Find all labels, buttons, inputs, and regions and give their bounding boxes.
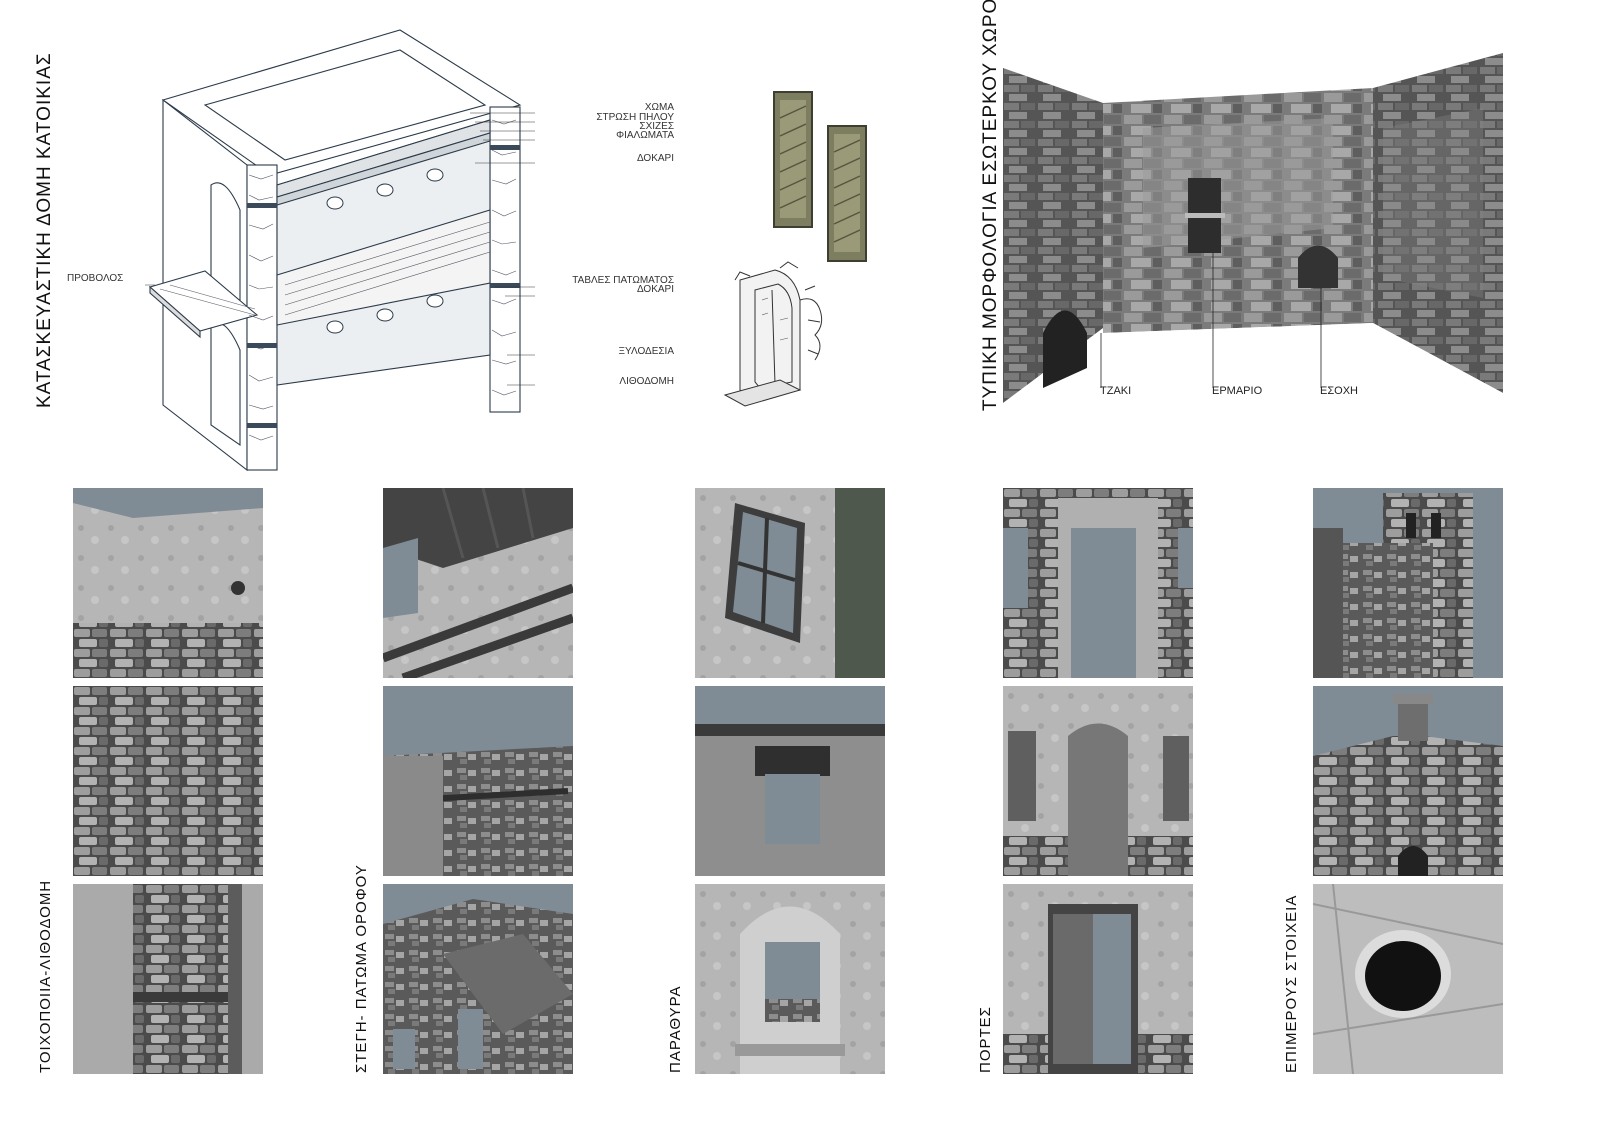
label-clay-layer: ΣΤΡΩΣΗ ΠΗΛΟΥ — [596, 112, 674, 123]
label-cupboard: ΕΡΜΑΡΙΟ — [1212, 385, 1263, 397]
house-structure-diagram — [145, 29, 535, 472]
wall-photo-3 — [73, 884, 263, 1074]
other-photo-1 — [1313, 488, 1503, 678]
label-soil: ΧΩΜΑ — [644, 102, 674, 113]
window-photo-3 — [695, 884, 885, 1074]
wall-photo-1 — [73, 488, 263, 678]
label-beam-top: ΔΟΚΑΡΙ — [636, 153, 674, 164]
label-floor-boards: ΤΑΒΛΕΣ ΠΑΤΩΜΑΤΟΣ — [572, 275, 674, 286]
interior-title: ΤΥΠΙΚΗ ΜΟΡΦΟΛΟΓΙΑ ΕΣΩΤΕΡΚΟΥ ΧΩΡΟΥ — [980, 0, 1001, 411]
other-photo-2 — [1313, 686, 1503, 876]
category-doors: ΠΟΡΤΕΣ — [977, 1006, 994, 1073]
category-roof: ΣΤΕΓΗ- ΠΑΤΩΜΑ ΟΡΟΦΟΥ — [353, 864, 370, 1073]
shutter-illustration — [773, 91, 867, 262]
door-photo-1 — [1003, 488, 1193, 678]
door-photo-3 — [1003, 884, 1193, 1074]
window-photo-1 — [695, 488, 885, 678]
label-niche: ΕΣΟΧΗ — [1320, 385, 1358, 397]
wall-photo-2 — [73, 686, 263, 876]
label-beam-floor: ΔΟΚΑΡΙ — [636, 284, 674, 295]
label-balcony: ΠΡΟΒΟΛΟΣ — [67, 273, 124, 284]
label-slats: ΦΙΑΛΩΜΑΤΑ — [616, 130, 674, 141]
label-masonry: ΛΙΘΟΔΟΜΗ — [619, 376, 674, 387]
label-fireplace: ΤΖΑΚΙ — [1100, 385, 1132, 397]
other-photo-3 — [1313, 884, 1503, 1074]
door-photo-2 — [1003, 686, 1193, 876]
roof-photo-3 — [383, 884, 573, 1074]
category-walls: ΤΟΙΧΟΠΟΙΙΑ-ΛΙΘΟΔΟΜΗ — [37, 879, 54, 1073]
roof-photo-2 — [383, 686, 573, 876]
window-sketch — [723, 261, 823, 407]
window-photo-2 — [695, 686, 885, 876]
interior-room-photo — [1003, 53, 1503, 408]
category-windows: ΠΑΡΑΘΥΡΑ — [667, 985, 684, 1073]
category-other-elements: ΕΠΙΜΕΡΟΥΣ ΣΤΟΙΧΕΙΑ — [1283, 894, 1300, 1073]
structure-title: ΚΑΤΑΣΚΕΥΑΣΤΙΚΗ ΔΟΜΗ ΚΑΤΟΙΚΙΑΣ — [34, 52, 55, 408]
label-splits: ΣΧΙΖΕΣ — [639, 121, 674, 132]
roof-photo-1 — [383, 488, 573, 678]
label-timber-ties: ΞΥΛΟΔΕΣΙΑ — [618, 346, 674, 357]
